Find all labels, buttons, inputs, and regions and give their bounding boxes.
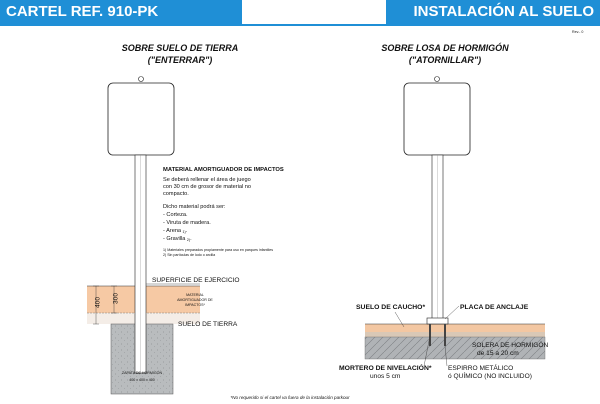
impact-foot-2: 2) Sin partículas de lodo o arcilla (163, 253, 215, 257)
impact-line-4: Dicho material podrá ser: (163, 204, 226, 210)
anchor-bolt-right (444, 324, 446, 346)
anchor-label-2: ó QUÍMICO (NO INCLUIDO) (448, 371, 532, 380)
mortar-label-2: unos 5 cm (370, 373, 401, 380)
anchor-bolt-left (429, 324, 431, 346)
impact-line-1: Se deberá rellenar el área de juego (163, 177, 251, 183)
dim-400-label: 400 (95, 297, 102, 308)
plate-label: PLACA DE ANCLAJE (460, 304, 529, 311)
right-title-1: SOBRE LOSA DE HORMIGÓN (381, 42, 509, 53)
slab-label-1: SOLERA DE HORMIGÓN (472, 340, 548, 349)
left-sign-plate (107, 82, 175, 156)
impact-heading: MATERIAL AMORTIGUADOR DE IMPACTOS (163, 167, 284, 173)
mortar-label-1: MORTERO DE NIVELACIÓN* (339, 363, 432, 372)
right-title-2: ("ATORNILLAR") (409, 55, 481, 65)
left-title-2: ("ENTERRAR") (148, 55, 213, 65)
right-rubber-layer (365, 324, 545, 332)
rubber-leader (394, 311, 405, 328)
mortar-leader (423, 335, 431, 367)
material-label-1: MATERIAL (186, 293, 204, 297)
right-concrete-slab (364, 336, 546, 360)
footing-label-1: ZAPATA DE HORMIGÓN (122, 370, 163, 375)
right-sign-plate (403, 82, 471, 156)
anchor-leader (444, 345, 448, 367)
right-sign-cap-icon (434, 76, 440, 82)
slab-label-2: de 15 a 20 cm (477, 350, 519, 357)
impact-line-2: con 30 cm de grosor de material no (163, 184, 251, 190)
ground-label: SUELO DE TIERRA (178, 321, 238, 328)
surface-label: SUPERFICIE DE EJERCICIO (152, 277, 240, 284)
header-section: INSTALACIÓN AL SUELO (386, 0, 600, 24)
impact-item-2: - Viruta de madera. (163, 220, 211, 226)
dim-300-label: 300 (113, 293, 120, 304)
footnote: *No requerido si el cartel va fuera de l… (230, 395, 350, 400)
header-rule (0, 24, 600, 26)
left-sign-cap-icon (138, 76, 144, 82)
left-title-1: SOBRE SUELO DE TIERRA (122, 43, 239, 53)
impact-foot-1: 1) Materiales preparados propiamente par… (163, 248, 273, 252)
material-label-2: AMORTIGUADOR DE (177, 298, 213, 302)
header-title: CARTEL REF. 910-PK (0, 0, 242, 24)
anchor-label-1: ESPIRRO METÁLICO (448, 363, 513, 372)
plate-leader (444, 305, 460, 320)
material-label-3: IMPACTOS* (185, 303, 205, 307)
impact-line-3: compacto. (163, 191, 189, 197)
footing-label-2: 400 x 400 x 400 (129, 378, 155, 382)
revision-label: Rev.- 0 (572, 30, 583, 34)
anchor-plate (426, 317, 449, 325)
rubber-label: SUELO DE CAUCHO* (356, 304, 425, 311)
right-mortar-layer (365, 332, 545, 337)
impact-item-1: - Corteza. (163, 212, 188, 218)
